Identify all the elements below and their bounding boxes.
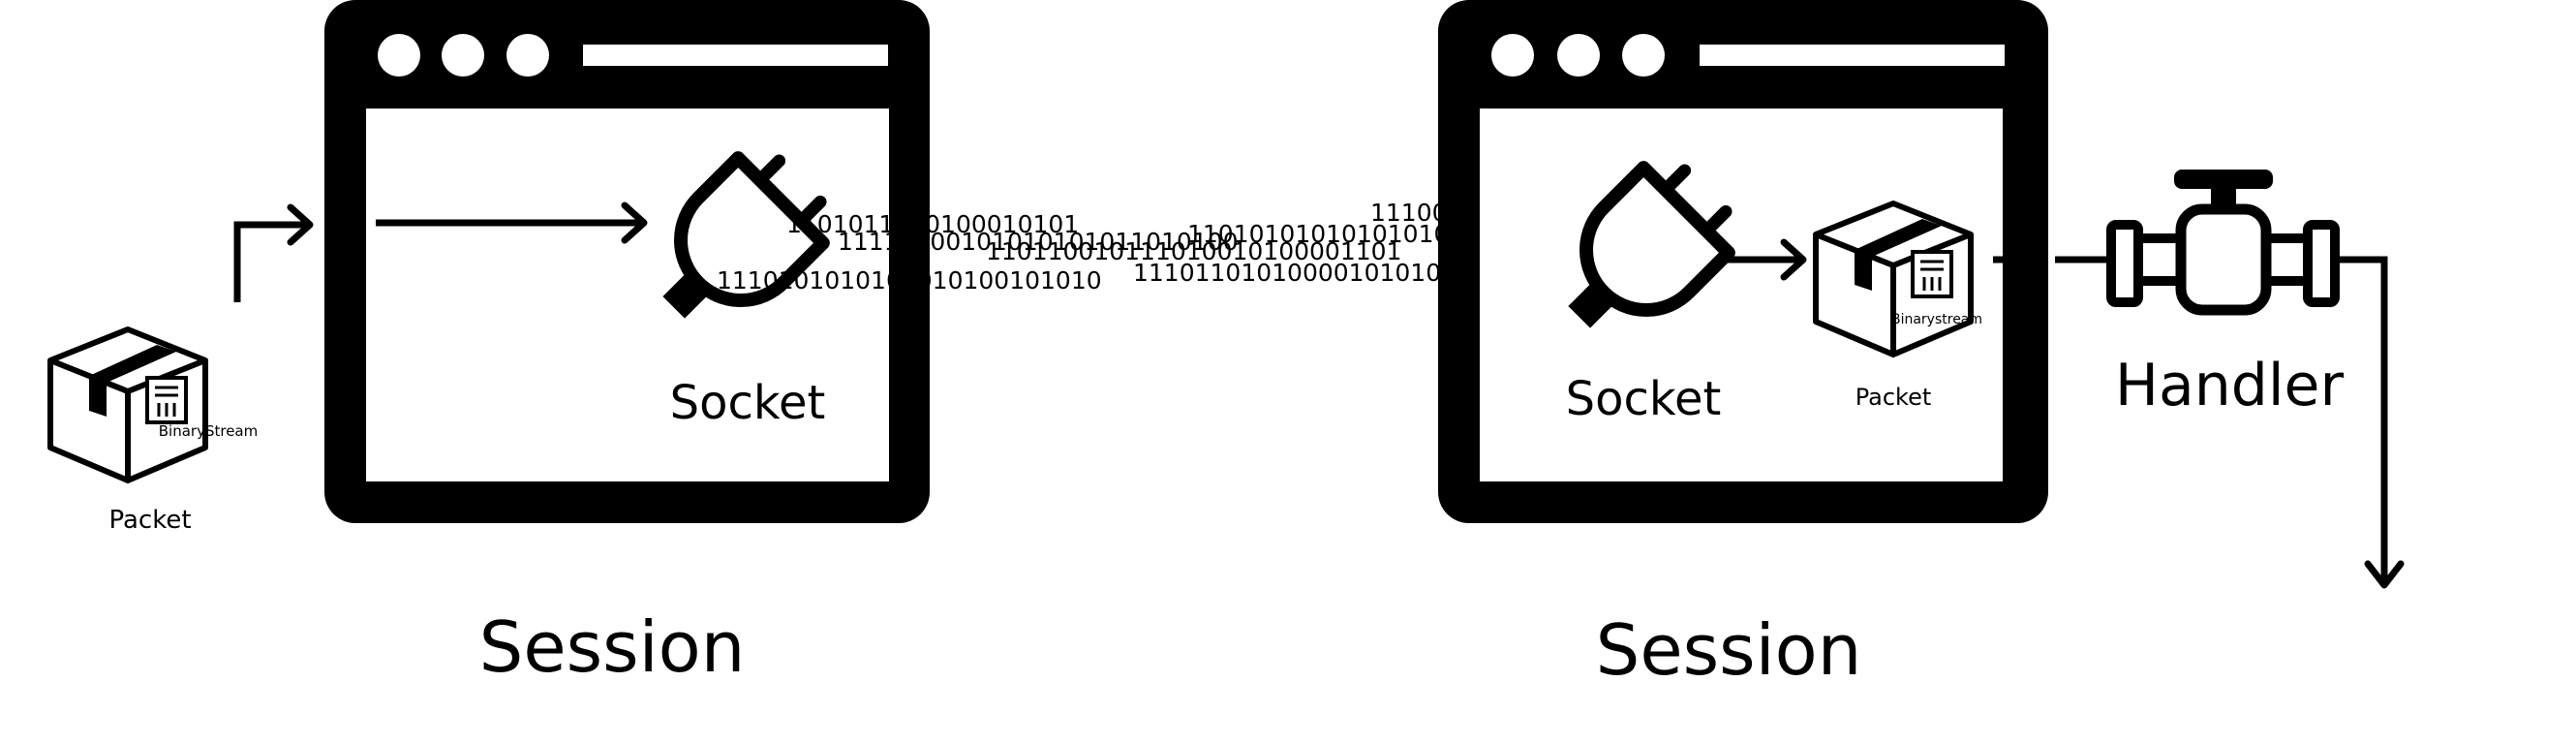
window-title-bar bbox=[1700, 45, 2005, 66]
window-dot-icon bbox=[442, 34, 484, 77]
left-session-label: Session bbox=[479, 606, 746, 688]
right-session-window: Socket Binarystream Packet bbox=[1438, 0, 2048, 523]
left-packet: Packet BinaryStream bbox=[50, 329, 258, 535]
handler-label: Handler bbox=[2115, 352, 2345, 419]
arrow-handler-output bbox=[2334, 256, 2405, 589]
window-dot-icon bbox=[378, 34, 420, 77]
right-session-label: Session bbox=[1596, 609, 1862, 691]
left-packet-icon-label: BinaryStream bbox=[159, 422, 258, 440]
window-dot-icon bbox=[1622, 34, 1665, 77]
arrow-packet-to-session bbox=[233, 203, 314, 302]
package-box-icon bbox=[50, 329, 205, 480]
left-packet-label: Packet bbox=[108, 506, 191, 535]
window-dot-icon bbox=[1557, 34, 1600, 77]
window-dot-icon bbox=[1491, 34, 1534, 77]
binary-line: 1110101010101010100101010 bbox=[717, 266, 1102, 294]
valve-icon bbox=[2106, 170, 2340, 316]
arrow-to-socket bbox=[376, 202, 648, 244]
left-socket-label: Socket bbox=[670, 376, 826, 430]
binary-line: 1101011100100010101 bbox=[786, 210, 1079, 238]
right-socket-label: Socket bbox=[1566, 372, 1722, 426]
handler: Handler bbox=[1993, 170, 2344, 419]
package-box-icon bbox=[1816, 203, 1971, 355]
arrow-socket-to-packet bbox=[1726, 238, 1807, 281]
window-title-bar bbox=[583, 45, 888, 66]
left-session-window: Socket bbox=[324, 0, 930, 523]
binary-line: 110110010111010010100001101 bbox=[986, 237, 1401, 265]
right-packet-icon-label: Binarystream bbox=[1891, 312, 1982, 327]
right-packet-label: Packet bbox=[1855, 384, 1932, 411]
window-dot-icon bbox=[506, 34, 549, 77]
binary-line: 11110000101010101011010100 bbox=[838, 228, 1239, 256]
